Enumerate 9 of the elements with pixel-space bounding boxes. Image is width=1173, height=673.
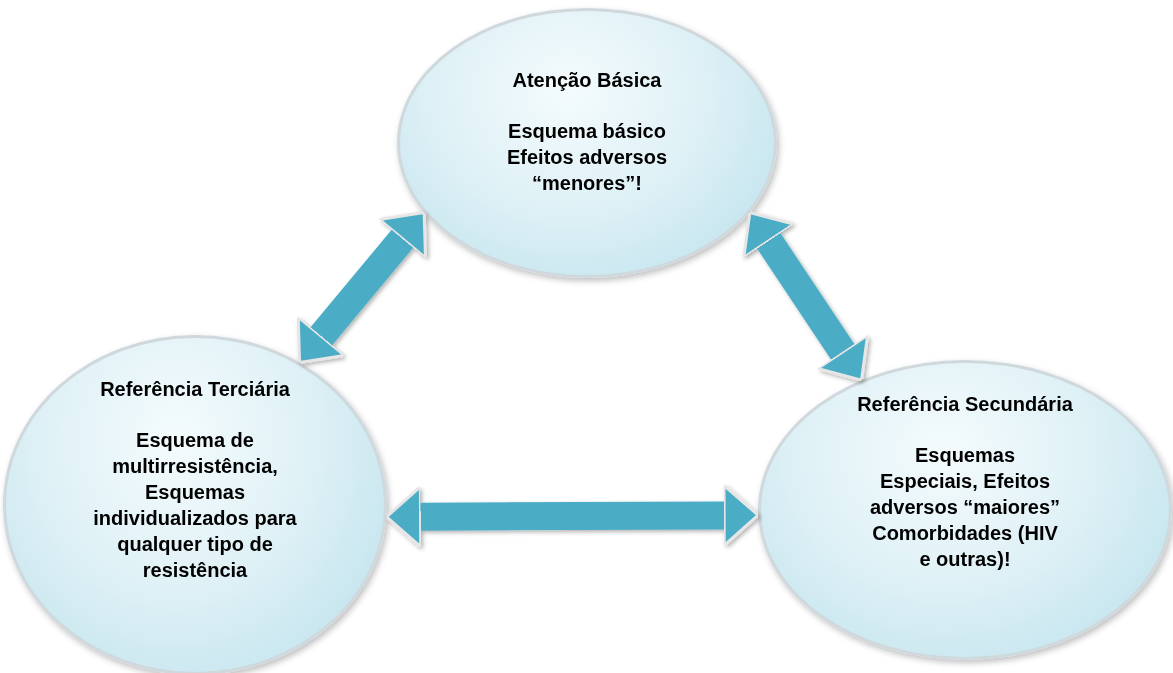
double-arrow [385,483,760,549]
double-arrow [742,211,870,382]
double-arrow [296,211,427,364]
node-heading: Referência Terciária [100,378,290,401]
node-heading: Referência Secundária [857,393,1073,416]
node-heading: Atenção Básica [512,69,662,92]
node-text: Esquemas Especiais, Efeitos adversos “maiores” Comorbidades (HIV e outras)! [868,443,1062,572]
node-text: Esquema de multirresistência, Esquemas individualizados para qualquer tipo de resistência [92,428,298,583]
node-text: Esquema básico Efeitos adversos “menores”! [505,119,669,196]
